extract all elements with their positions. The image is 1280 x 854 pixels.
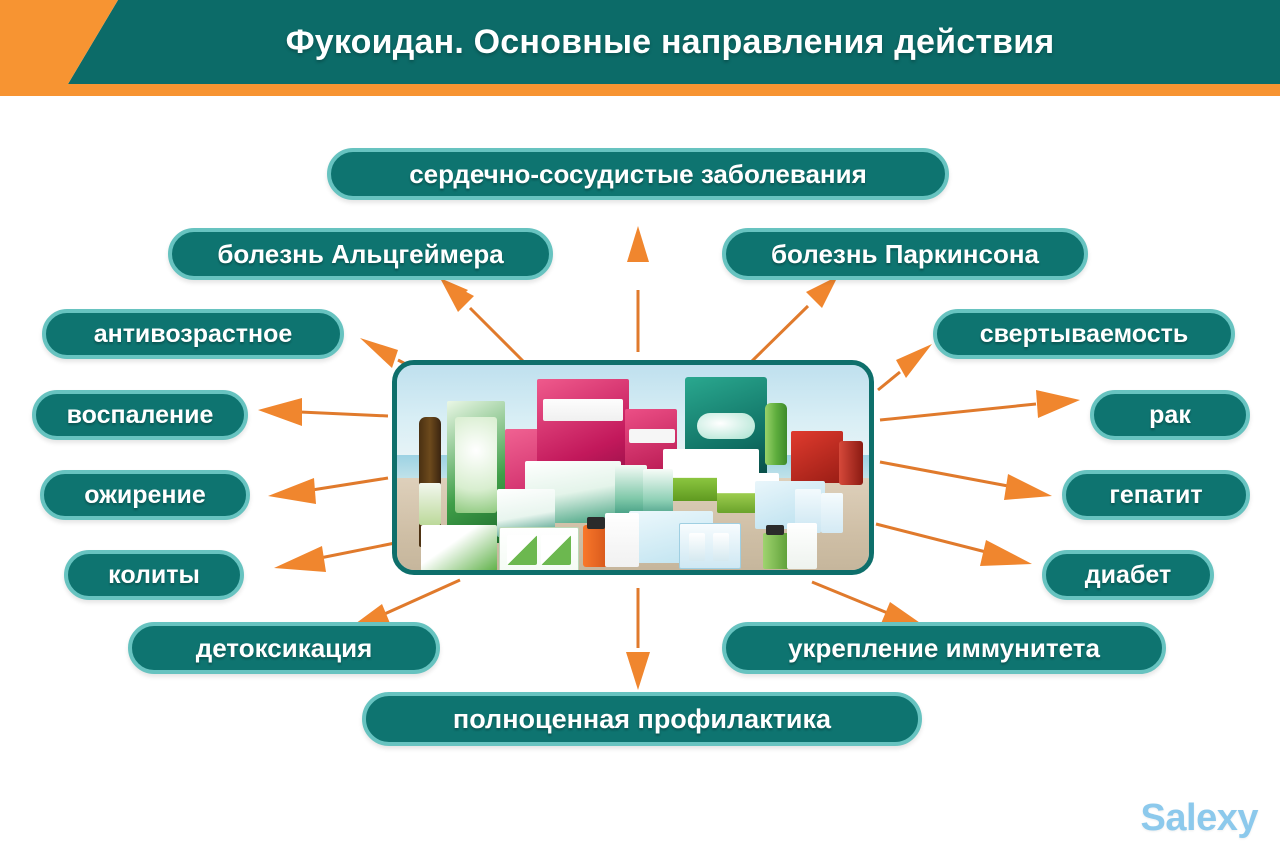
product-lightblue-pouch-b (821, 493, 843, 533)
product-teal-carton-logo (697, 413, 755, 439)
pill-label: колиты (108, 560, 200, 589)
product-white-small-box-right (787, 523, 817, 569)
product-bottle-label (419, 483, 441, 525)
pill-label: болезнь Альцгеймера (217, 238, 504, 269)
pill-coagulation[interactable]: свертываемость (933, 309, 1235, 359)
arrow-to-prevention (626, 588, 650, 690)
pill-parkinson[interactable]: болезнь Паркинсона (722, 228, 1088, 280)
product-green-capsule-jar (763, 533, 789, 569)
product-green-drink-bottle (765, 403, 787, 465)
pill-label: сердечно-сосудистые заболевания (409, 158, 867, 189)
arrow-to-diabetes (875, 522, 1032, 566)
pill-prevention[interactable]: полноценная профилактика (362, 692, 922, 746)
product-greenwhite-duo-left (507, 535, 537, 565)
arrow-to-coagulation (877, 344, 932, 392)
pill-label: болезнь Паркинсона (771, 238, 1039, 269)
product-duo-bottle-right (713, 533, 729, 561)
pill-hepatitis[interactable]: гепатит (1062, 470, 1250, 520)
pill-cancer[interactable]: рак (1090, 390, 1250, 440)
pill-diabetes[interactable]: диабет (1042, 550, 1214, 600)
pill-inflammation[interactable]: воспаление (32, 390, 248, 440)
arrow-to-cardiovascular (627, 226, 649, 352)
header-teal-band (68, 0, 1280, 84)
product-green-capsule-jar-cap (766, 525, 784, 535)
product-green-tall-box-panel (455, 417, 497, 513)
product-pink-box-right-band (629, 429, 675, 443)
pill-cardiovascular[interactable]: сердечно-сосудистые заболевания (327, 148, 949, 200)
arrow-to-parkinson (748, 276, 838, 365)
pill-label: свертываемость (979, 319, 1189, 348)
product-red-box (791, 431, 843, 483)
arrow-to-inflammation (258, 398, 389, 426)
product-duo-bottle-left (689, 533, 705, 561)
pill-colitis[interactable]: колиты (64, 550, 244, 600)
pill-label: диабет (1084, 560, 1172, 589)
product-green-white-flat (421, 525, 497, 570)
pill-label: антивозрастное (93, 319, 293, 348)
pill-label: рак (1149, 400, 1191, 429)
product-pink-box-band (543, 399, 623, 421)
pill-obesity[interactable]: ожирение (40, 470, 250, 520)
pill-label: укрепление иммунитета (788, 632, 1100, 663)
pill-label: детоксикация (195, 632, 373, 663)
pill-anti-aging[interactable]: антивозрастное (42, 309, 344, 359)
product-white-orange-box (605, 513, 639, 567)
page-title: Фукоидан. Основные направления действия (285, 22, 1055, 61)
arrow-to-obesity (268, 476, 389, 504)
header-orange-underline (0, 84, 1280, 96)
salexy-watermark: Salexy (1140, 797, 1259, 839)
product-red-jar (839, 441, 863, 485)
product-greenwhite-duo-right (541, 535, 571, 565)
page-header: Фукоидан. Основные направления действия (0, 0, 1280, 96)
arrow-to-cancer (879, 390, 1080, 422)
pill-label: ожирение (84, 480, 206, 509)
pill-label: гепатит (1109, 480, 1203, 509)
pill-immunity[interactable]: укрепление иммунитета (722, 622, 1166, 674)
pill-alzheimer[interactable]: болезнь Альцгеймера (168, 228, 553, 280)
arrow-to-hepatitis (879, 460, 1052, 500)
center-product-image (392, 360, 874, 575)
arrow-to-alzheimer (440, 278, 527, 365)
pill-detox[interactable]: детоксикация (128, 622, 440, 674)
product-pink-large-box (537, 379, 629, 475)
pill-label: полноценная профилактика (452, 703, 832, 734)
product-orange-jar-cap (587, 517, 605, 529)
pill-label: воспаление (66, 400, 214, 429)
